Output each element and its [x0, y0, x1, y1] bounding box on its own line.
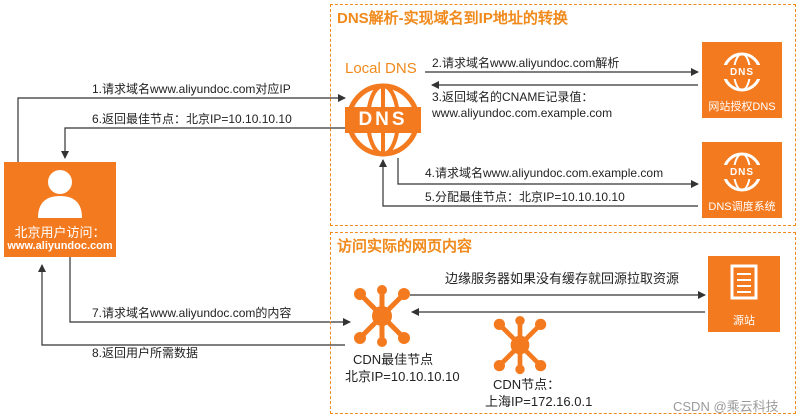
step-5-label: 5.分配最佳节点：北京IP=10.10.10.10: [425, 190, 625, 204]
dns-globe-icon: [721, 52, 763, 92]
document-icon: [730, 264, 758, 300]
visit-region: [330, 232, 796, 414]
dns-scheduler-box: DNS DNS调度系统: [702, 142, 782, 218]
arrow-step-1: [17, 94, 346, 165]
step-1-label: 1.请求域名www.aliyundoc.com对应IP: [92, 82, 291, 96]
arrow-step-8: [38, 264, 345, 346]
user-box: 北京用户访问： www.aliyundoc.com: [4, 162, 116, 257]
arrow-step-7: [69, 256, 351, 326]
user-line2: www.aliyundoc.com: [7, 240, 113, 252]
cdn-node-line1: CDN节点：: [493, 377, 561, 392]
step-3-label: 3.返回域名的CNAME记录值：: [432, 90, 594, 104]
edge-cache-note: 边缘服务器如果没有缓存就回源拉取资源: [445, 271, 680, 286]
local-dns-badge: DNS: [358, 109, 408, 130]
step-6-label: 6.返回最佳节点：北京IP=10.10.10.10: [92, 112, 292, 126]
visit-region-title: 访问实际的网页内容: [337, 238, 473, 255]
arrow-step-6: [61, 127, 345, 159]
local-dns-globe-icon: DNS: [345, 82, 421, 158]
origin-box: 源站: [708, 256, 780, 332]
step-4-label: 4.请求域名www.aliyundoc.com.example.com: [425, 166, 664, 180]
auth-dns-badge: DNS: [729, 67, 755, 78]
arrow-step-4: [397, 158, 699, 188]
step-7-label: 7.请求域名www.aliyundoc.com的内容: [92, 306, 292, 320]
cdn-node-icon: [490, 315, 550, 375]
watermark: CSDN @乘云科技: [673, 399, 779, 414]
step-3-value: www.aliyundoc.com.example.com: [432, 106, 613, 120]
cdn-best-line1: CDN最佳节点: [353, 352, 434, 367]
origin-label: 源站: [733, 315, 755, 327]
dns-region-title: DNS解析-实现域名到IP地址的转换: [337, 10, 568, 27]
dns-region: [330, 4, 796, 226]
cdn-node-line2: 上海IP=172.16.0.1: [485, 394, 593, 409]
step-8-label: 8.返回用户所需数据: [92, 346, 199, 360]
step-2-label: 2.请求域名www.aliyundoc.com解析: [432, 56, 620, 70]
local-dns-label: Local DNS: [345, 60, 417, 77]
cdn-best-line2: 北京IP=10.10.10.10: [345, 369, 460, 384]
arrow-step-5: [379, 159, 698, 207]
dns-globe-icon: [721, 152, 763, 192]
user-icon: [38, 170, 82, 218]
cdn-best-node-icon: [350, 284, 414, 348]
dns-scheduler-label: DNS调度系统: [708, 201, 776, 213]
user-line1: 北京用户访问：: [14, 225, 106, 240]
auth-dns-box: DNS 网站授权DNS: [702, 42, 782, 118]
dns-scheduler-badge: DNS: [729, 167, 755, 178]
auth-dns-label: 网站授权DNS: [708, 101, 776, 113]
